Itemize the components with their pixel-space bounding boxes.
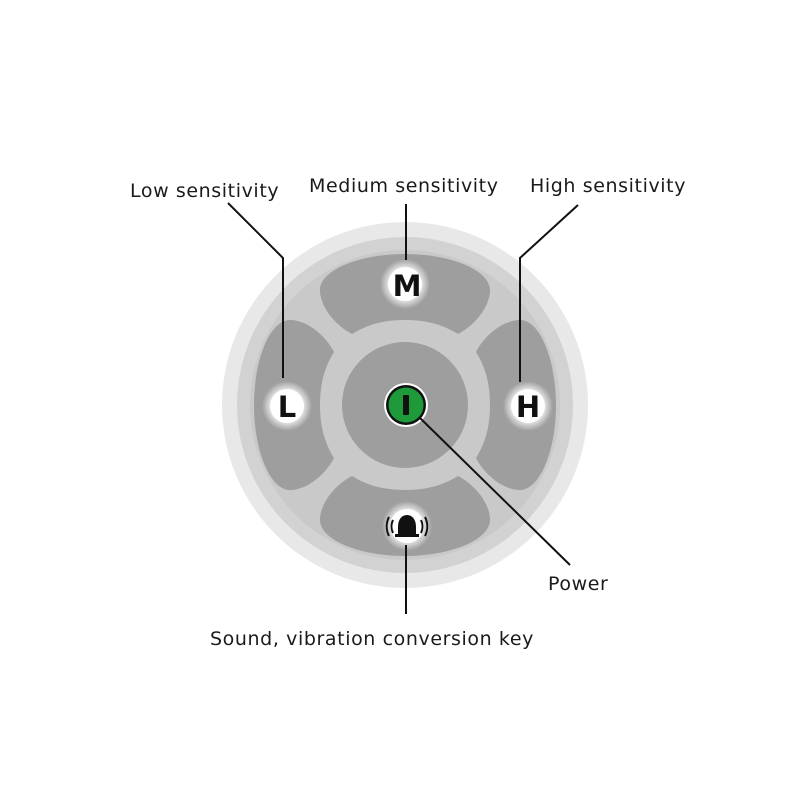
bell-alarm-icon — [385, 515, 429, 537]
high-key-cap — [511, 389, 545, 423]
low-sensitivity-key[interactable]: L — [254, 319, 334, 491]
low-key-letter: L — [278, 390, 296, 424]
sound-vibration-label: Sound, vibration conversion key — [210, 628, 534, 650]
power-leader-line — [419, 417, 571, 566]
medium-sensitivity-key[interactable]: M — [319, 254, 491, 334]
high-sensitivity-key[interactable]: H — [476, 319, 556, 491]
medium-sensitivity-label: Medium sensitivity — [309, 175, 499, 197]
power-key-bar — [403, 395, 409, 415]
sound-vibration-key[interactable] — [319, 476, 491, 556]
high-key-letter: H — [516, 390, 540, 424]
leader-lines — [227, 202, 579, 614]
medium-key-letter: M — [393, 269, 422, 303]
low-leader-line — [227, 202, 284, 378]
power-label: Power — [548, 573, 609, 595]
power-key[interactable] — [342, 342, 468, 468]
low-key-cap — [270, 389, 304, 423]
medium-key-cap — [388, 267, 422, 301]
high-sensitivity-label: High sensitivity — [530, 175, 687, 197]
low-sensitivity-label: Low sensitivity — [130, 180, 280, 202]
high-leader-line — [519, 204, 579, 382]
